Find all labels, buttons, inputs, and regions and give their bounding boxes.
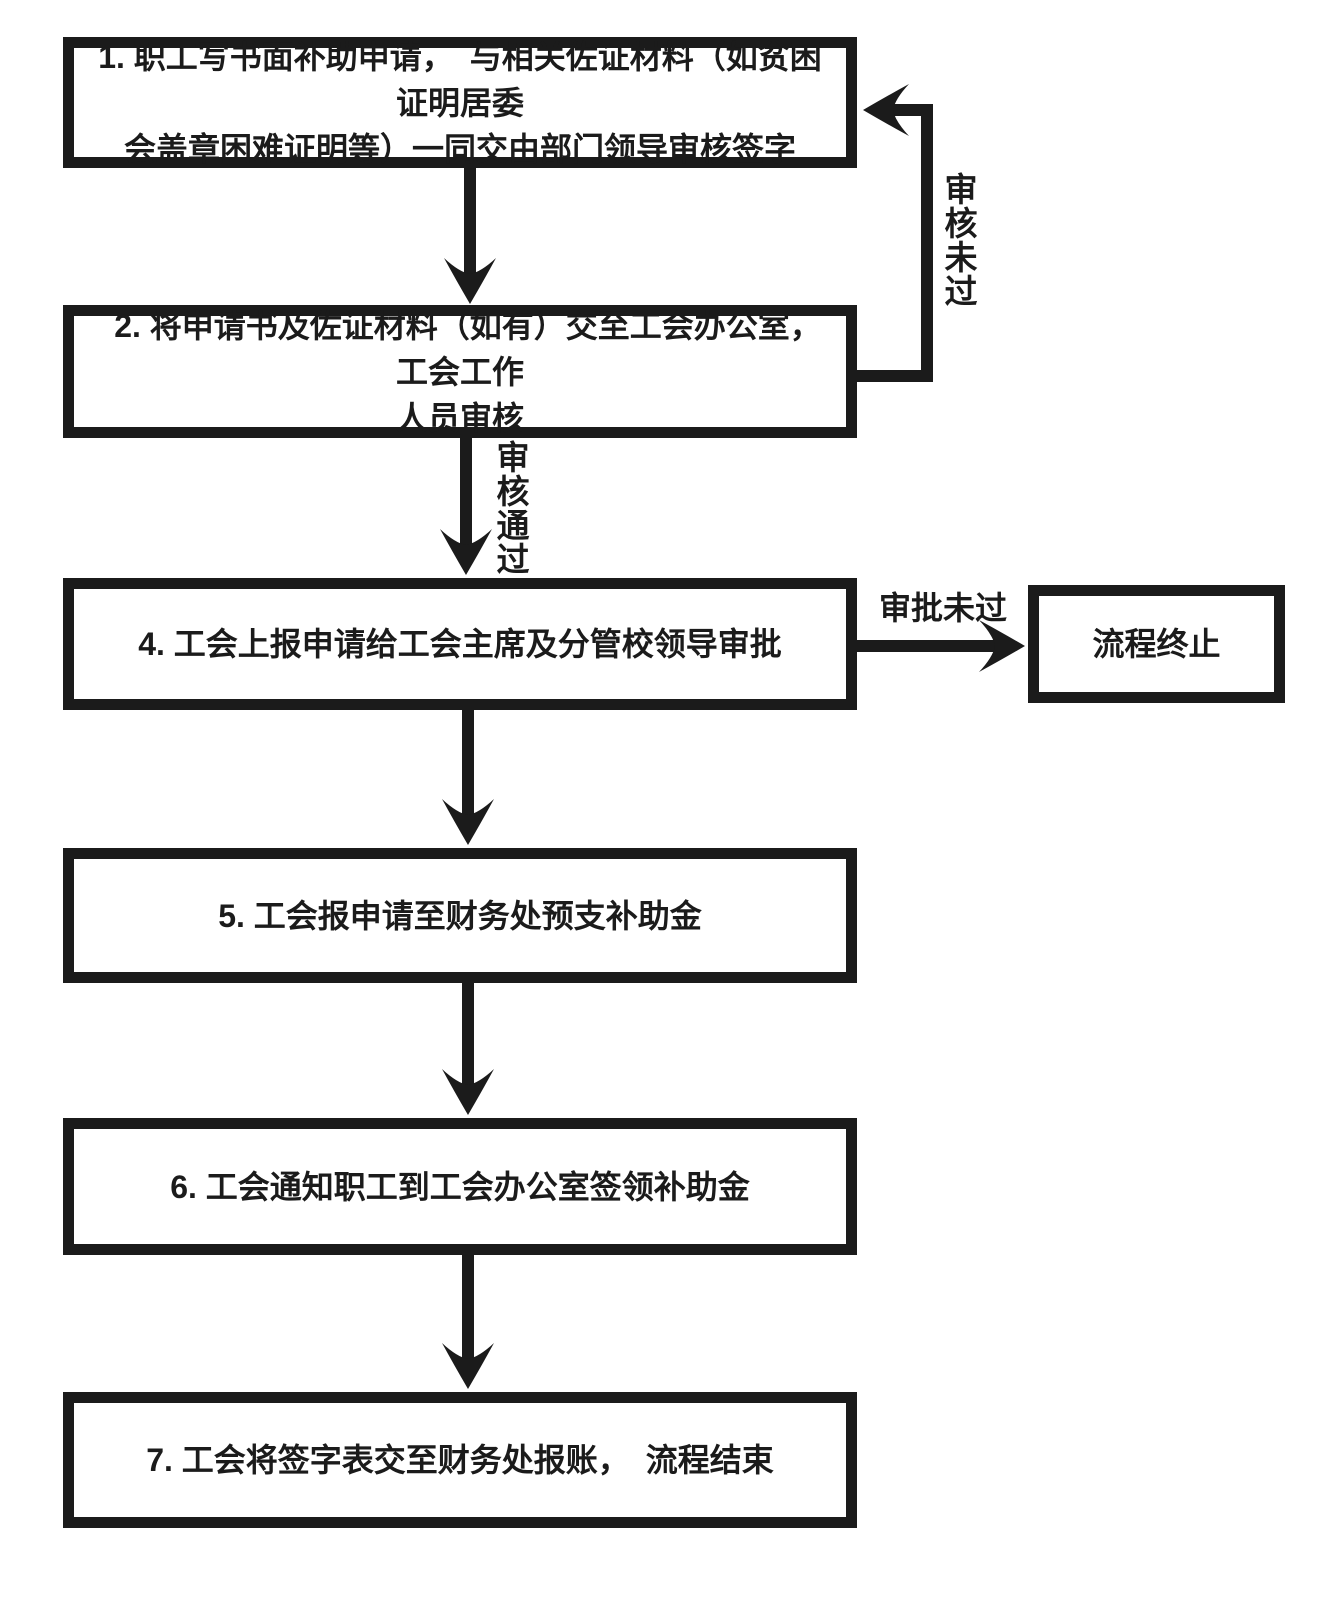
- flow-terminate-box: 流程终止: [1028, 585, 1285, 703]
- flow-step-6: 6. 工会通知职工到工会办公室签领补助金: [63, 1118, 857, 1255]
- edge-label-review-passed: 审核通过: [492, 440, 529, 576]
- arrow-review-failed-loop: [857, 84, 933, 382]
- flow-step-7: 7. 工会将签字表交至财务处报账， 流程结束: [63, 1392, 857, 1528]
- edge-label-approval-failed: 审批未过: [878, 590, 1007, 626]
- flow-step-2: 2. 将申请书及佐证材料（如有）交至工会办公室， 工会工作 人员审核: [63, 305, 857, 438]
- edge-label-review-failed: 审核未过: [940, 172, 977, 308]
- flow-step-1: 1. 职工写书面补助申请， 与相关佐证材料（如贫困证明居委 会盖章困难证明等）一…: [63, 37, 857, 168]
- flow-step-4: 4. 工会上报申请给工会主席及分管校领导审批: [63, 578, 857, 710]
- flow-step-5: 5. 工会报申请至财务处预支补助金: [63, 848, 857, 983]
